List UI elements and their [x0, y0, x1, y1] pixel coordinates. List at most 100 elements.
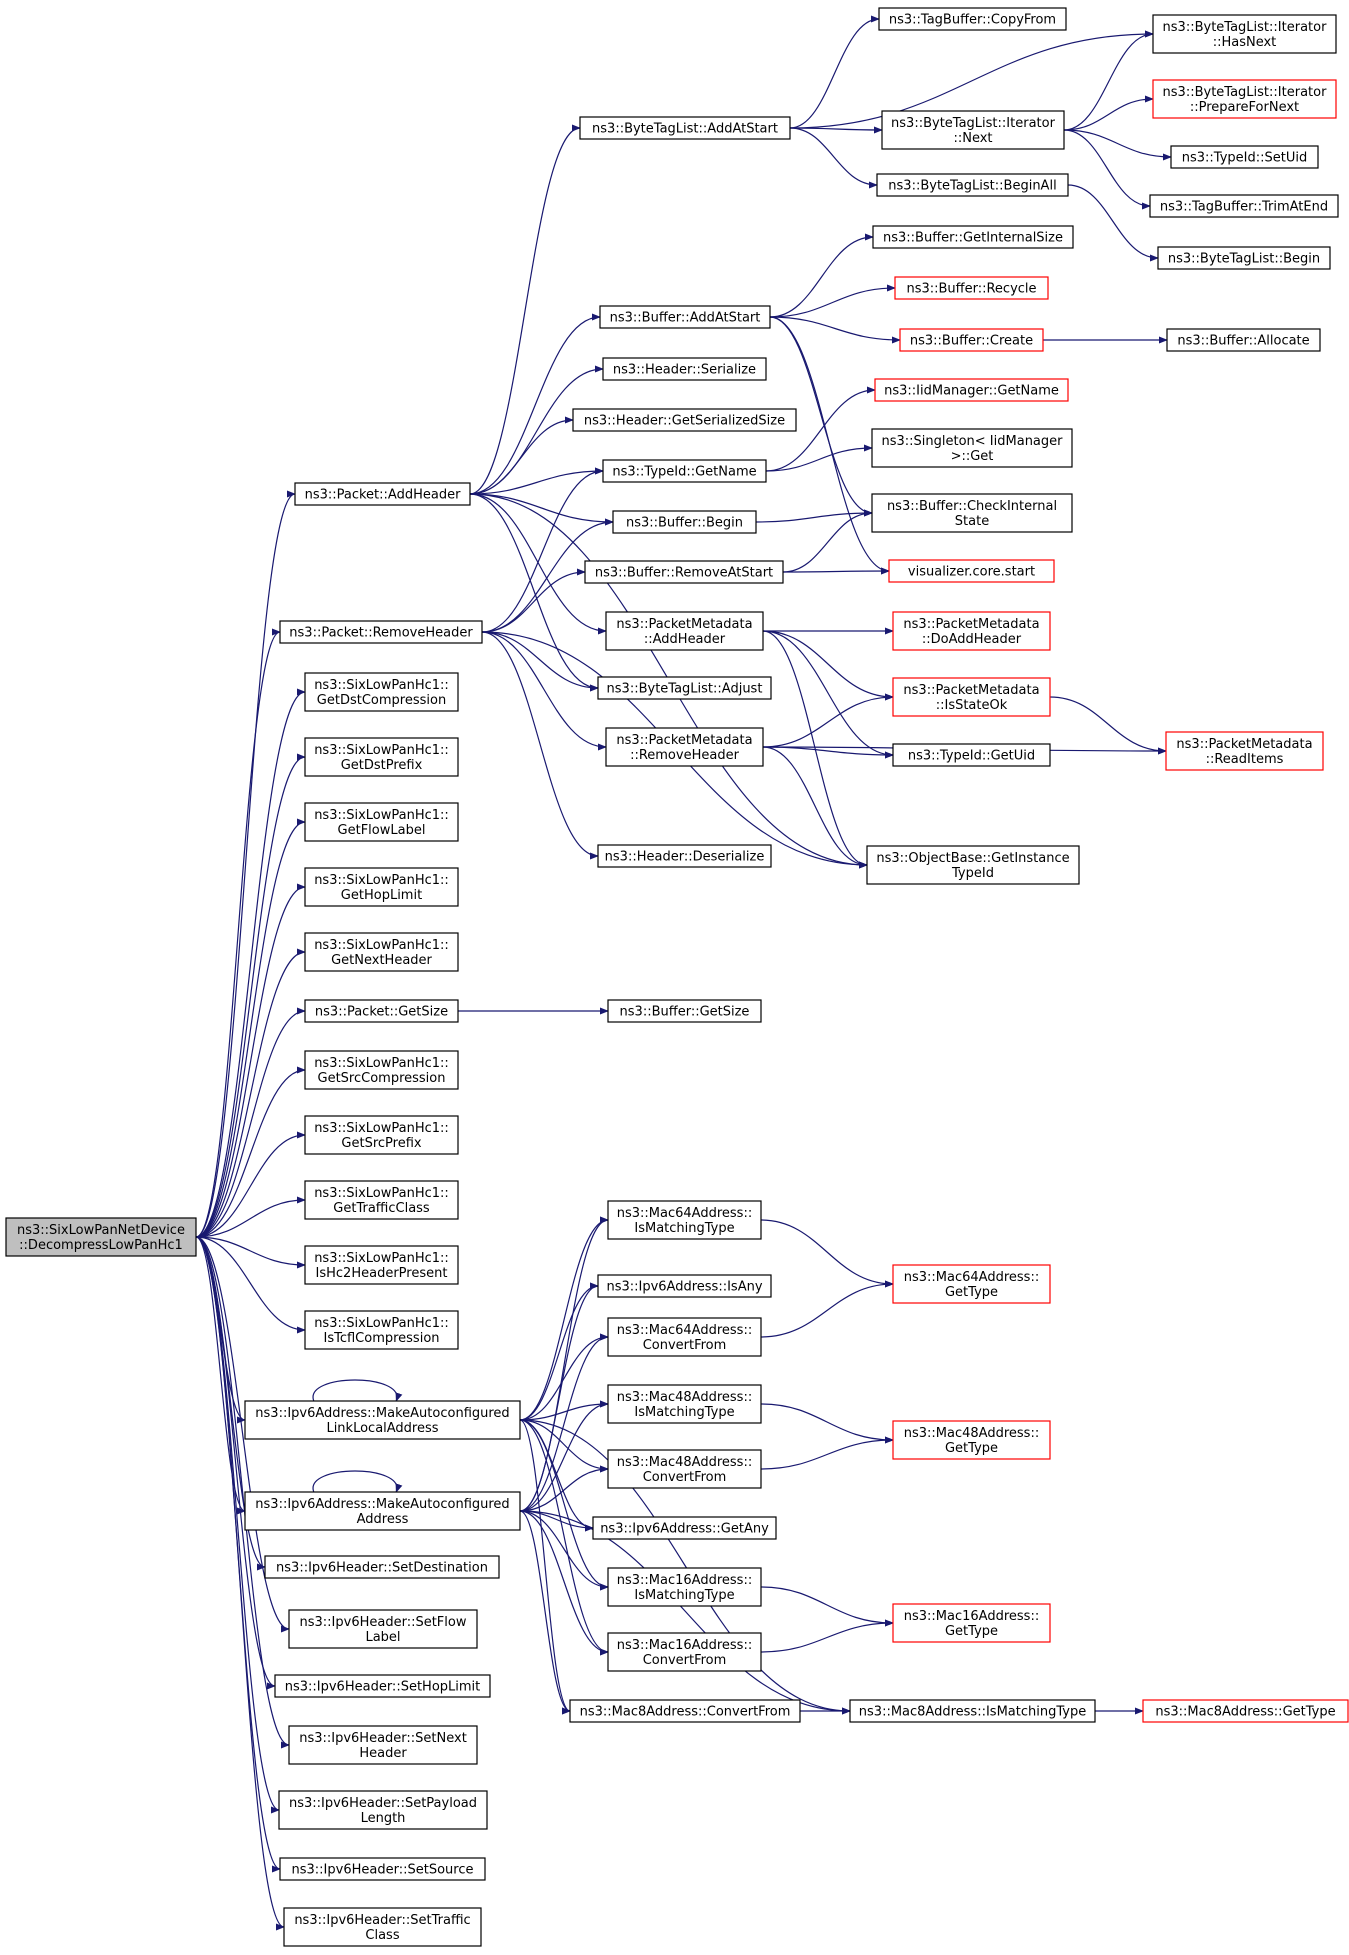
node-iid-get-name[interactable]: ns3::IidManager::GetName [874, 378, 1069, 402]
edge-m16-convert-to-m16-get-type [760, 1619, 894, 1653]
node-tb-copy-from[interactable]: ns3::TagBuffer::CopyFrom [878, 7, 1067, 31]
node-btl-begin[interactable]: ns3::ByteTagList::Begin [1157, 246, 1331, 270]
node-label: IsMatchingType [634, 1405, 734, 1420]
node-viz-start[interactable]: visualizer.core.start [888, 559, 1055, 583]
node-btl-it-next[interactable]: ns3::ByteTagList::Iterator::Next [881, 110, 1065, 150]
node-hc1-is-tcfl[interactable]: ns3::SixLowPanHc1::IsTcflCompression [304, 1310, 459, 1350]
node-m48-is-matching[interactable]: ns3::Mac48Address::IsMatchingType [607, 1384, 762, 1424]
node-singleton-get[interactable]: ns3::Singleton< IidManager>::Get [871, 428, 1073, 468]
node-ipv6-make-ll[interactable]: ns3::Ipv6Address::MakeAutoconfiguredLink… [244, 1400, 521, 1440]
node-btl-adjust[interactable]: ns3::ByteTagList::Adjust [597, 676, 772, 700]
node-hc1-is-hc2[interactable]: ns3::SixLowPanHc1::IsHc2HeaderPresent [304, 1245, 459, 1285]
node-ipv6-is-any[interactable]: ns3::Ipv6Address::IsAny [597, 1274, 772, 1298]
node-label: ::DoAddHeader [922, 632, 1022, 647]
node-pm-do-add-header[interactable]: ns3::PacketMetadata::DoAddHeader [892, 611, 1051, 651]
node-hc1-get-dst-comp[interactable]: ns3::SixLowPanHc1::GetDstCompression [304, 672, 459, 712]
node-buf-recycle[interactable]: ns3::Buffer::Recycle [894, 276, 1049, 300]
node-label: ns3::Ipv6Address::GetAny [600, 1522, 769, 1537]
node-pm-add-header[interactable]: ns3::PacketMetadata::AddHeader [605, 611, 764, 651]
node-m64-convert[interactable]: ns3::Mac64Address::ConvertFrom [607, 1317, 762, 1357]
node-tb-trim-at-end[interactable]: ns3::TagBuffer::TrimAtEnd [1149, 194, 1339, 218]
node-hdr-get-ser-size[interactable]: ns3::Header::GetSerializedSize [572, 408, 797, 432]
node-m48-convert[interactable]: ns3::Mac48Address::ConvertFrom [607, 1449, 762, 1489]
node-m48-get-type[interactable]: ns3::Mac48Address::GetType [892, 1420, 1051, 1460]
edge-buf-remove-at-start-to-viz-start [782, 567, 890, 575]
node-root[interactable]: ns3::SixLowPanNetDevice::DecompressLowPa… [5, 1217, 197, 1257]
edge-ipv6-make-addr-to-ipv6-is-any [519, 1282, 599, 1512]
node-m64-is-matching[interactable]: ns3::Mac64Address::IsMatchingType [607, 1200, 762, 1240]
node-label: ns3::Mac16Address:: [617, 1573, 752, 1588]
node-label: ns3::ObjectBase::GetInstance [876, 851, 1069, 866]
edge-btl-add-at-start-to-btl-it-has-next [789, 30, 1154, 129]
node-buf-add-at-start[interactable]: ns3::Buffer::AddAtStart [599, 305, 771, 329]
node-ipv6-make-addr[interactable]: ns3::Ipv6Address::MakeAutoconfiguredAddr… [244, 1491, 521, 1531]
edge-add-header-to-btl-add-at-start [469, 124, 581, 495]
node-m16-is-matching[interactable]: ns3::Mac16Address::IsMatchingType [607, 1567, 762, 1607]
node-label: ns3::Singleton< IidManager [881, 434, 1063, 449]
node-hc1-get-next-header[interactable]: ns3::SixLowPanHc1::GetNextHeader [304, 932, 459, 972]
node-label: ns3::Mac64Address:: [904, 1270, 1039, 1285]
node-buf-create[interactable]: ns3::Buffer::Create [899, 328, 1044, 352]
node-btl-it-has-next[interactable]: ns3::ByteTagList::Iterator::HasNext [1152, 14, 1337, 54]
node-hdr-serialize[interactable]: ns3::Header::Serialize [602, 357, 767, 381]
node-m8-get-type[interactable]: ns3::Mac8Address::GetType [1142, 1699, 1349, 1723]
node-m8-convert[interactable]: ns3::Mac8Address::ConvertFrom [569, 1699, 801, 1723]
edge-root-to-hc1-get-next-header [195, 948, 306, 1238]
node-btl-begin-all[interactable]: ns3::ByteTagList::BeginAll [876, 173, 1069, 197]
node-hc1-get-traffic-class[interactable]: ns3::SixLowPanHc1::GetTrafficClass [304, 1180, 459, 1220]
node-m64-get-type[interactable]: ns3::Mac64Address::GetType [892, 1264, 1051, 1304]
node-pm-read-items[interactable]: ns3::PacketMetadata::ReadItems [1165, 731, 1324, 771]
node-buf-remove-at-start[interactable]: ns3::Buffer::RemoveAtStart [584, 560, 784, 584]
node-btl-it-prepare[interactable]: ns3::ByteTagList::Iterator::PrepareForNe… [1152, 79, 1337, 119]
edge-ipv6-make-addr-to-m8-convert [519, 1510, 571, 1715]
node-pm-is-state-ok[interactable]: ns3::PacketMetadata::IsStateOk [892, 677, 1051, 717]
node-m8-is-matching[interactable]: ns3::Mac8Address::IsMatchingType [849, 1699, 1096, 1723]
node-buf-get-internal-size[interactable]: ns3::Buffer::GetInternalSize [872, 225, 1074, 249]
node-ipv6-get-any[interactable]: ns3::Ipv6Address::GetAny [592, 1516, 777, 1540]
node-label: ns3::PacketMetadata [1176, 737, 1312, 752]
node-buf-allocate[interactable]: ns3::Buffer::Allocate [1166, 328, 1321, 352]
node-label: ns3::SixLowPanHc1:: [314, 1121, 449, 1136]
edge-btl-add-at-start-to-btl-it-next [789, 126, 883, 134]
node-box [876, 173, 1069, 197]
node-hc1-get-flow-label[interactable]: ns3::SixLowPanHc1::GetFlowLabel [304, 802, 459, 842]
node-type-id-get-uid[interactable]: ns3::TypeId::GetUid [892, 743, 1051, 767]
node-m16-convert[interactable]: ns3::Mac16Address::ConvertFrom [607, 1632, 762, 1672]
node-box [572, 408, 797, 432]
node-type-id-set-uid[interactable]: ns3::TypeId::SetUid [1170, 145, 1319, 169]
node-box [279, 620, 483, 644]
node-box [5, 1217, 197, 1257]
node-packet-get-size[interactable]: ns3::Packet::GetSize [304, 999, 459, 1023]
node-remove-header[interactable]: ns3::Packet::RemoveHeader [279, 620, 483, 644]
node-ipv6-set-hop[interactable]: ns3::Ipv6Header::SetHopLimit [274, 1674, 491, 1698]
edge-pm-remove-header-to-obj-get-inst-type-id [762, 746, 868, 869]
node-pm-remove-header[interactable]: ns3::PacketMetadata::RemoveHeader [605, 727, 764, 767]
node-box [849, 1699, 1096, 1723]
node-hc1-get-hop-limit[interactable]: ns3::SixLowPanHc1::GetHopLimit [304, 867, 459, 907]
node-buf-begin[interactable]: ns3::Buffer::Begin [612, 510, 757, 534]
node-label: ConvertFrom [643, 1653, 727, 1668]
node-add-header[interactable]: ns3::Packet::AddHeader [294, 482, 471, 506]
edge-buf-add-at-start-to-buf-recycle [769, 284, 896, 318]
node-hc1-get-dst-prefix[interactable]: ns3::SixLowPanHc1::GetDstPrefix [304, 737, 459, 777]
node-box [244, 1491, 521, 1531]
node-box [584, 560, 784, 584]
node-ipv6-set-dest[interactable]: ns3::Ipv6Header::SetDestination [264, 1555, 500, 1579]
node-m16-get-type[interactable]: ns3::Mac16Address::GetType [892, 1603, 1051, 1643]
node-hdr-deserialize[interactable]: ns3::Header::Deserialize [597, 844, 772, 868]
node-btl-add-at-start[interactable]: ns3::ByteTagList::AddAtStart [579, 116, 791, 140]
node-label: GetFlowLabel [338, 823, 426, 838]
node-type-id-get-name[interactable]: ns3::TypeId::GetName [602, 459, 767, 483]
node-label: ns3::PacketMetadata [903, 617, 1039, 632]
node-hc1-get-src-comp[interactable]: ns3::SixLowPanHc1::GetSrcCompression [304, 1050, 459, 1090]
node-hc1-get-src-prefix[interactable]: ns3::SixLowPanHc1::GetSrcPrefix [304, 1115, 459, 1155]
node-ipv6-set-source[interactable]: ns3::Ipv6Header::SetSource [279, 1857, 486, 1881]
node-buf-get-size[interactable]: ns3::Buffer::GetSize [607, 999, 762, 1023]
edge-type-id-get-name-to-iid-get-name [765, 386, 876, 472]
